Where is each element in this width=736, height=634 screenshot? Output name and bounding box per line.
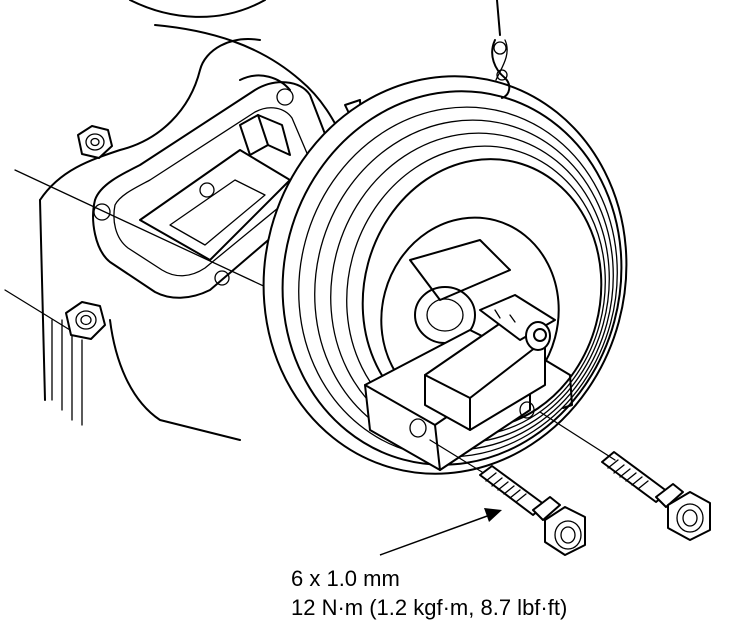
sensor-bracket xyxy=(364,294,573,471)
callout-leader-arrow xyxy=(379,508,502,556)
torque-spec-label: 12 N·m (1.2 kgf·m, 8.7 lbf·ft) xyxy=(291,595,568,620)
upper-nut xyxy=(77,125,113,159)
lower-nut xyxy=(65,301,106,340)
bolt-size-label: 6 x 1.0 mm xyxy=(291,566,400,591)
bolt-right xyxy=(601,451,711,541)
alignment-lines xyxy=(429,411,616,473)
engine-block xyxy=(4,0,391,441)
wire-harness xyxy=(491,0,511,99)
bolt-left xyxy=(479,465,586,556)
